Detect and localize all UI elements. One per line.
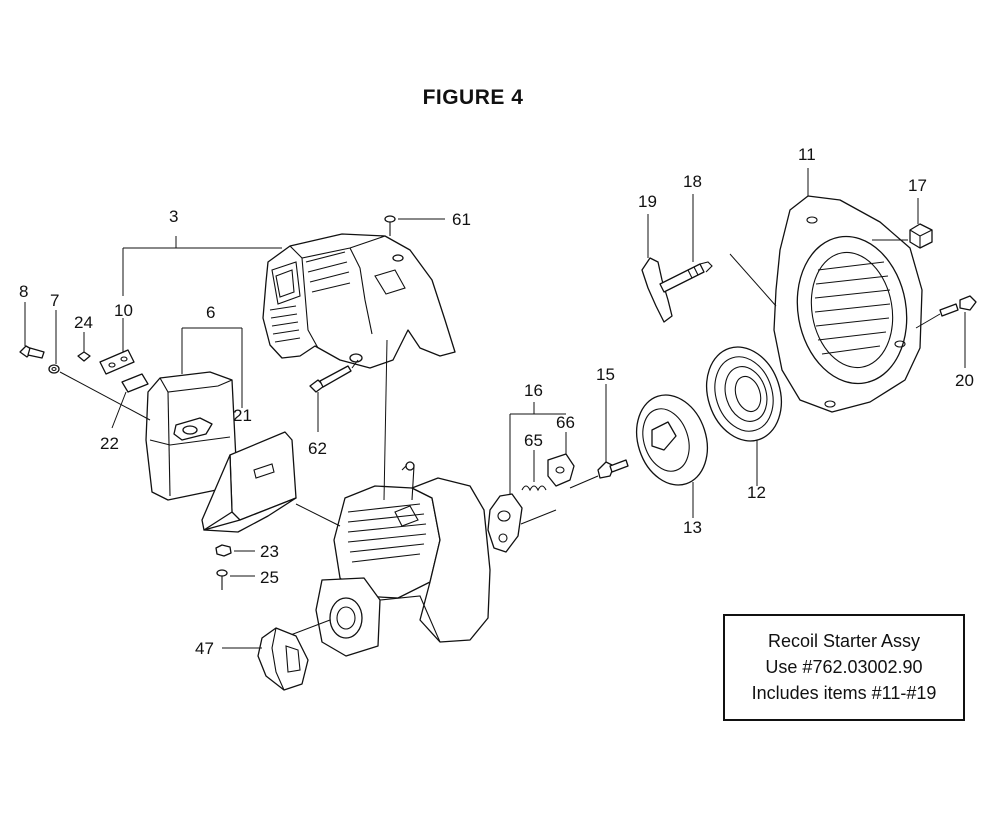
engine-cover-part: [262, 233, 456, 369]
bolt-8-part: [19, 302, 45, 359]
callout-17: 17: [908, 176, 927, 195]
plate-22-part: [111, 373, 149, 429]
recoil-spring-12-part: [706, 346, 782, 486]
starter-housing-part: [773, 168, 923, 413]
callout-16: 16: [524, 381, 543, 400]
callout-24: 24: [74, 313, 93, 332]
engine-block-part: [287, 339, 491, 657]
pulley-13-part: [636, 394, 708, 518]
note-line-2: Use #762.03002.90: [765, 657, 923, 677]
callout-6: 6: [206, 303, 215, 322]
callout-18: 18: [683, 172, 702, 191]
nut-17-part: [872, 198, 933, 249]
nut-23-part: [215, 544, 255, 557]
callout-8: 8: [19, 282, 28, 301]
clutch-shoe-part: [222, 627, 309, 691]
callout-12: 12: [747, 483, 766, 502]
screw-20-part: [915, 295, 977, 368]
callout-13: 13: [683, 518, 702, 537]
note-line-3: Includes items #11-#19: [751, 683, 937, 703]
starter-rope-part: [659, 194, 777, 307]
callout-61: 61: [452, 210, 471, 229]
callout-bracket-16: [509, 402, 566, 494]
bolt-62-part: [309, 359, 359, 432]
callout-62: 62: [308, 439, 327, 458]
starter-handle-part: [641, 214, 673, 323]
bolt-guide-line: [59, 371, 151, 421]
callout-3: 3: [169, 207, 178, 226]
callout-bracket-6: [181, 327, 243, 408]
terminal-66-part: [547, 432, 575, 487]
recoil-starter-note-box: Recoil Starter Assy Use #762.03002.90 In…: [723, 614, 965, 721]
callout-15: 15: [596, 365, 615, 384]
callout-11: 11: [798, 145, 816, 164]
screw-25-part: [216, 569, 255, 590]
callout-65: 65: [524, 431, 543, 450]
callout-23: 23: [260, 542, 279, 561]
callout-19: 19: [638, 192, 657, 211]
callout-22: 22: [100, 434, 119, 453]
screw-15-part: [569, 384, 629, 489]
callout-47: 47: [195, 639, 214, 658]
callout-10: 10: [114, 301, 133, 320]
callout-21: 21: [233, 406, 252, 425]
callout-20: 20: [955, 371, 974, 390]
screw-61-part: [384, 215, 445, 236]
bolt-24-part: [77, 332, 91, 362]
callout-bracket-3: [122, 236, 282, 296]
ignition-module-part: [487, 493, 557, 553]
washer-7-part: [48, 310, 60, 374]
muffler-part: [145, 371, 237, 501]
callout-25: 25: [260, 568, 279, 587]
heat-shield-part: [201, 431, 297, 533]
spring-65-part: [521, 450, 547, 492]
gasket-10-part: [99, 318, 135, 375]
figure-title: FIGURE 4: [422, 86, 524, 109]
callout-66: 66: [556, 413, 575, 432]
callout-7: 7: [50, 291, 59, 310]
note-line-1: Recoil Starter Assy: [767, 631, 921, 651]
